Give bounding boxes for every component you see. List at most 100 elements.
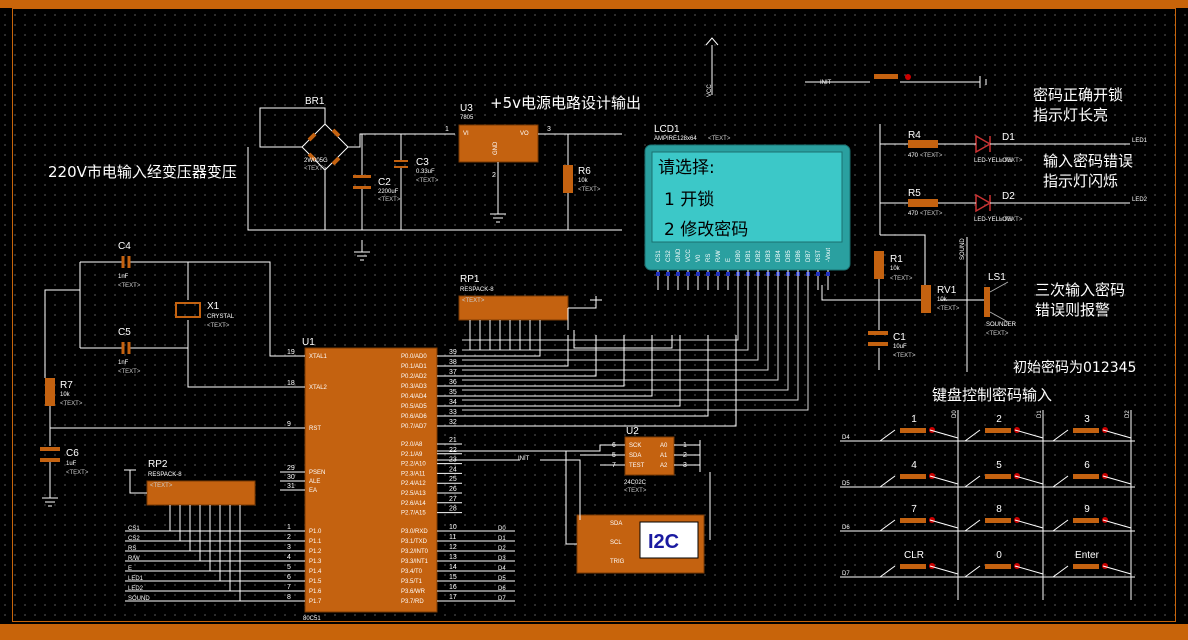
rp1-part: RESPACK-8 — [460, 287, 494, 293]
keypad-key[interactable] — [1073, 518, 1099, 523]
r7-value: 10k — [60, 392, 71, 398]
keypad-key-label: 0 — [996, 550, 1002, 561]
rv1-text: <TEXT> — [937, 306, 960, 312]
frame-bottom-border — [0, 624, 1188, 640]
u2-label: U2 — [626, 426, 639, 437]
transformer-note: 220V市电输入经变压器变压 — [48, 163, 237, 181]
u1-pin-name: P1.3 — [309, 559, 322, 565]
p2-pin-name: P2.3/A11 — [401, 471, 426, 477]
r6-text: <TEXT> — [578, 187, 601, 193]
p3-net-label: D3 — [498, 556, 506, 562]
c3-value: 0.33uF — [416, 169, 435, 175]
p0-pin-name: P0.1/AD1 — [401, 364, 427, 370]
u1-pin-name: P1.5 — [309, 579, 322, 585]
u1-pin-num: 4 — [287, 554, 291, 561]
keypad-key[interactable] — [900, 474, 926, 479]
p2-pin-num: 22 — [449, 447, 457, 454]
c3-text: <TEXT> — [416, 178, 439, 184]
keypad-key-label: Enter — [1075, 550, 1100, 561]
lcd-ref: LCD1 — [654, 124, 680, 135]
led-d1: D1 LED-YELLOW <TEXT> — [974, 132, 1023, 164]
u1-pin-name: P1.6 — [309, 589, 322, 595]
d1-text: <TEXT> — [1000, 158, 1023, 164]
p1-net-label: LED1 — [128, 576, 144, 582]
capacitor-c2: C2 2200uF <TEXT> — [353, 134, 401, 230]
r6-value: 10k — [578, 178, 589, 184]
rp2-part: RESPACK-8 — [148, 472, 182, 478]
u1-pin-name: XTAL2 — [309, 385, 328, 391]
keypad-key[interactable] — [1073, 428, 1099, 433]
vcc-label: VCC — [707, 84, 713, 97]
r5-label: R5 — [908, 188, 921, 199]
u1-pin-name: ALE — [309, 479, 320, 485]
lcd-pin-label: DB7 — [806, 250, 812, 262]
p3-pin-name: P3.2/INT0 — [401, 549, 429, 555]
p3-pin-name: P3.6/WR — [401, 589, 426, 595]
p3-pin-name: P3.3/INT1 — [401, 559, 429, 565]
keypad-key[interactable] — [985, 474, 1011, 479]
init-net-bottom: INIT — [518, 456, 530, 462]
p0-pin-num: 32 — [449, 419, 457, 426]
p2-pin-num: 26 — [449, 486, 457, 493]
keypad-key[interactable] — [1073, 474, 1099, 479]
lcd-pin-label: DB6 — [796, 250, 802, 262]
x1-label: X1 — [207, 301, 220, 312]
keypad-key[interactable] — [900, 518, 926, 523]
u1-mcu: U1 80C51 19XTAL118XTAL29RST29PSEN30ALE31… — [280, 337, 462, 622]
u1-pin-name: P1.0 — [309, 529, 322, 535]
p3-net-label: D1 — [498, 536, 506, 542]
u3-regulator: U3 7805 VI VO GND 1 3 2 — [445, 103, 551, 179]
u1-pin-num: 30 — [287, 474, 295, 481]
p3-pin-num: 17 — [449, 594, 457, 601]
u1-label: U1 — [302, 337, 315, 348]
u3-pin-gnd: GND — [493, 141, 499, 155]
keypad-key-label: 4 — [911, 460, 917, 471]
resistor-r1: R1 10k <TEXT> — [874, 251, 913, 282]
keypad-key[interactable] — [900, 564, 926, 569]
p3-net-label: D5 — [498, 576, 506, 582]
wrong-pw-note-2: 指示灯闪烁 — [1043, 172, 1118, 190]
u3-pin-vo: VO — [520, 131, 529, 137]
p3-net-label: D0 — [498, 526, 506, 532]
p2-pin-num: 21 — [449, 437, 457, 444]
p0-pin-num: 33 — [449, 409, 457, 416]
u1-pin-num: 6 — [287, 574, 291, 581]
keypad-key-label: 9 — [1084, 504, 1090, 515]
keypad-title: 键盘控制密码输入 — [932, 386, 1052, 404]
wrong-pw-note-1: 输入密码错误 — [1043, 152, 1133, 170]
r1-value: 10k — [890, 266, 901, 272]
c4-label: C4 — [118, 241, 131, 252]
keypad-key[interactable] — [985, 564, 1011, 569]
keypad-key[interactable] — [1073, 564, 1099, 569]
u1-pin-num: 3 — [287, 544, 291, 551]
p3-net-label: D7 — [498, 596, 506, 602]
lcd-pin-label: R/W — [716, 250, 722, 262]
u3-part: 7805 — [460, 115, 474, 121]
p3-pin-num: 11 — [449, 534, 456, 541]
i2c-pin-label: SDA — [610, 521, 622, 527]
p0-pin-num: 39 — [449, 349, 457, 356]
u1-pin-num: 1 — [287, 524, 291, 531]
c4-value: 1nF — [118, 274, 129, 280]
keypad-key[interactable] — [900, 428, 926, 433]
p0-pin-name: P0.6/AD6 — [401, 414, 427, 420]
p3-pin-num: 16 — [449, 584, 457, 591]
u1-pin-num: 9 — [287, 421, 291, 428]
p3-pin-num: 13 — [449, 554, 457, 561]
u1-pin-num: 7 — [287, 584, 291, 591]
c5-text: <TEXT> — [118, 369, 141, 375]
d2-label: D2 — [1002, 191, 1015, 202]
svg-text:1: 1 — [445, 126, 449, 133]
u1-left-pins: 19XTAL118XTAL29RST29PSEN30ALE31EA1P1.02P… — [280, 349, 328, 605]
p3-net-label: D2 — [498, 546, 506, 552]
keypad-key[interactable] — [985, 428, 1011, 433]
keypad-key[interactable] — [985, 518, 1011, 523]
u3-label: U3 — [460, 103, 473, 114]
p1-net-label: SOUND — [128, 596, 150, 602]
lcd-part: AMPIRE128x64 — [654, 136, 697, 142]
r4-value: 470 — [908, 153, 919, 159]
r7-text: <TEXT> — [60, 401, 83, 407]
